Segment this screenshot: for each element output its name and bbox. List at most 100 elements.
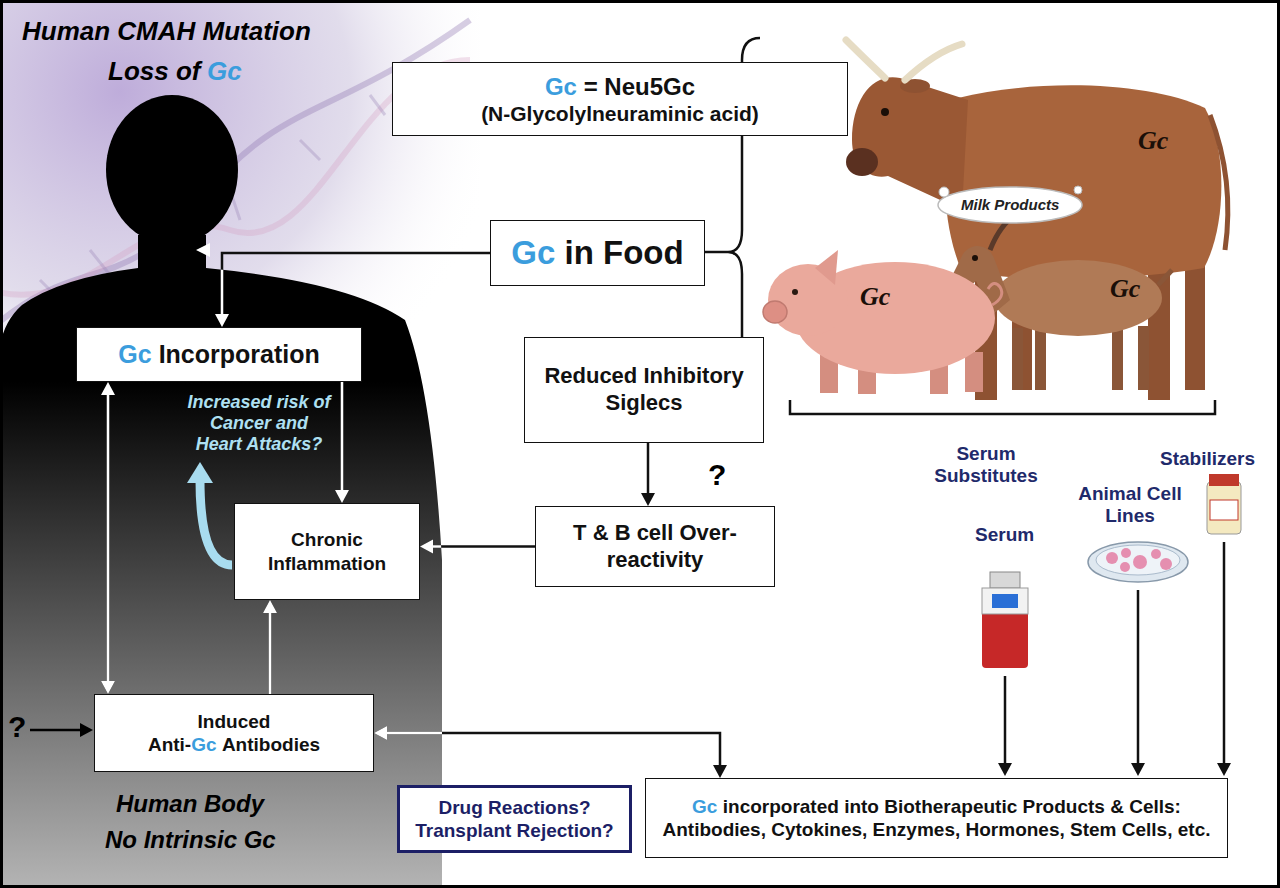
serum-bottle xyxy=(982,572,1028,668)
goat-figure-part xyxy=(1158,270,1172,285)
connector-stroke xyxy=(374,726,727,778)
process-box: GcIncorporation xyxy=(76,327,362,382)
food-box: Gcin Food xyxy=(490,220,705,286)
text-line: (N-Glycolylneuraminic acid) xyxy=(481,101,759,127)
pig-figure-part xyxy=(792,289,798,295)
pig-figure-part xyxy=(988,283,1002,305)
box-text: incorporated into Biotherapeutic Product… xyxy=(663,796,1211,840)
connector-line xyxy=(269,611,272,694)
stabilizer-vial-part xyxy=(1207,482,1241,534)
connector-stroke xyxy=(263,600,277,694)
box-text: Chronic Inflammation xyxy=(268,529,386,573)
connector-line xyxy=(385,733,720,767)
connector-line xyxy=(647,443,650,495)
box-text: Antibodies xyxy=(222,734,320,755)
pig-figure-part xyxy=(965,352,983,392)
food-bracket-part xyxy=(790,400,1215,414)
supply-arrows-part xyxy=(998,763,1012,776)
arrow-head xyxy=(713,765,727,778)
cell-dish-part xyxy=(1121,548,1131,558)
process-box: Chronic Inflammation xyxy=(234,503,420,600)
risk-arrow-part xyxy=(187,462,213,483)
connector xyxy=(335,382,349,503)
milk-label: Milk Products xyxy=(961,196,1059,213)
connector-line xyxy=(222,253,490,316)
connector-line xyxy=(269,611,272,694)
risk-note: Increased risk of Cancer and Heart Attac… xyxy=(186,392,332,455)
box-text: T & B cell Over-reactivity xyxy=(573,520,737,572)
connector-line xyxy=(222,253,490,316)
stabilizer-vial-part xyxy=(1210,500,1238,520)
highlight-text: Gc xyxy=(511,234,555,271)
connector-stroke xyxy=(101,382,115,694)
text-line: Anti-GcAntibodies xyxy=(148,733,320,756)
arrow-head xyxy=(374,726,387,740)
box-text: Induced xyxy=(198,711,271,732)
supply-arrows-part xyxy=(1223,542,1226,764)
source-label: Serum Substitutes xyxy=(930,443,1042,487)
connector xyxy=(374,726,727,778)
product-box: Gcincorporated into Biotherapeutic Produ… xyxy=(645,778,1228,858)
pig-figure-part xyxy=(815,250,838,285)
pig-figure xyxy=(763,250,1002,394)
milk-splash-part xyxy=(939,187,949,197)
supply-arrows-part xyxy=(1004,676,1007,764)
goat-figure-part xyxy=(1112,330,1123,390)
text-line: Gc= Neu5Gc xyxy=(545,72,695,101)
pig-figure-part xyxy=(768,264,848,336)
text-line: Gcincorporated into Biotherapeutic Produ… xyxy=(656,795,1217,841)
box-text: Reduced Inhibitory Siglecs xyxy=(544,363,743,415)
arrow-head xyxy=(335,490,349,503)
cell-dish-part xyxy=(1160,558,1172,570)
question-arrow-part xyxy=(80,723,93,737)
risk-arrow-part xyxy=(200,480,232,565)
cell-dish-part xyxy=(1151,549,1161,559)
arrow-head xyxy=(420,540,433,554)
connector-stroke xyxy=(215,253,490,327)
connector-line xyxy=(341,382,344,492)
arrow-head xyxy=(263,600,277,613)
arrow-head xyxy=(101,382,115,395)
connector-stroke xyxy=(215,253,490,327)
highlight-text: Gc xyxy=(545,73,577,100)
connector-stroke xyxy=(420,540,535,554)
risk-arrow xyxy=(187,462,232,565)
human-silhouette-part xyxy=(196,243,210,257)
cow-figure-part xyxy=(905,44,962,80)
text-line: T & B cell Over-reactivity xyxy=(546,520,764,574)
arrow-head xyxy=(101,681,115,694)
connector xyxy=(215,253,490,327)
arrow-head xyxy=(641,493,655,506)
arrow-head xyxy=(335,490,349,503)
question-arrow-part xyxy=(30,729,81,732)
connector-stroke xyxy=(374,726,727,778)
connector-line xyxy=(385,733,720,767)
cell-dish-part xyxy=(1088,542,1188,582)
connector xyxy=(420,540,535,554)
goat-figure-part xyxy=(1035,330,1046,390)
arrow-head xyxy=(101,681,115,694)
connector-line xyxy=(107,393,110,683)
text-line: Induced xyxy=(198,710,271,733)
cell-dish xyxy=(1088,542,1188,582)
connector-line xyxy=(431,545,535,548)
box-text: Drug Reactions? xyxy=(438,797,590,818)
box-text: Transplant Rejection? xyxy=(415,820,613,841)
supply-arrows-part xyxy=(1131,763,1145,776)
highlight-text: Gc xyxy=(191,734,216,755)
connector-line xyxy=(341,382,344,492)
connector-stroke xyxy=(420,540,535,554)
cell-dish-part xyxy=(1120,562,1130,572)
connector-stroke xyxy=(101,382,115,694)
milk-splash-part xyxy=(938,187,1082,223)
cow-figure-part xyxy=(881,108,889,116)
cell-dish-part xyxy=(1133,555,1147,569)
animal-tag: Gc xyxy=(860,282,890,312)
milk-splash xyxy=(938,186,1082,223)
goat-figure-part xyxy=(994,260,1162,336)
highlight-text: Gc xyxy=(692,796,717,817)
definition-box: Gc= Neu5Gc(N-Glycolylneuraminic acid) xyxy=(392,62,848,136)
connector-stroke xyxy=(641,443,655,506)
